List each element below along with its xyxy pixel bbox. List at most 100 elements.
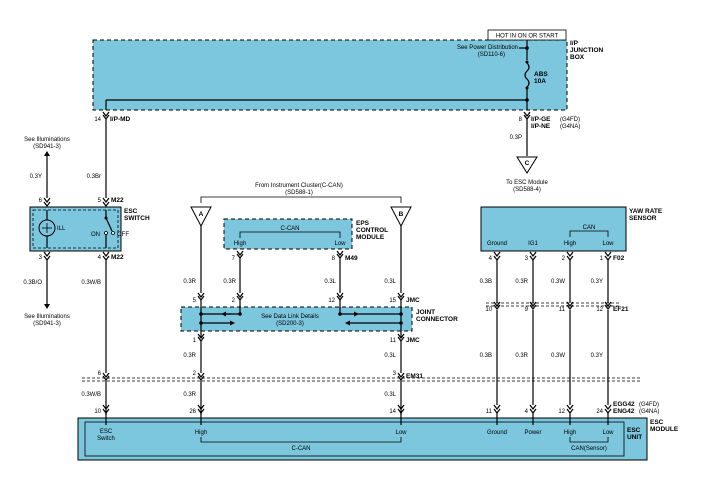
esc-unit-box: [84, 421, 625, 457]
wire-yaw-high-lower: 0.3W: [551, 353, 565, 359]
wire-switch-em31: 0.3W/B: [81, 392, 101, 398]
jc-name-2: CONNECTOR: [416, 316, 458, 323]
illumination-top-wire: 0.3Y: [30, 174, 42, 180]
esc-conn-1: EGG42: [613, 401, 635, 408]
esc-pin-power: 4: [525, 409, 529, 415]
illumination-bottom-text: See Illuminations: [24, 314, 70, 320]
junction-box-name-1: I/P: [570, 40, 579, 47]
eps-low: Low: [334, 241, 346, 247]
junction-box-name-3: BOX: [570, 54, 585, 61]
see-power-ref: (SD110-6): [478, 52, 505, 58]
illumination-top-text: See Illuminations: [24, 137, 70, 143]
esc-label-ccan: C-CAN: [292, 446, 311, 452]
jb-conn-right-1-note: (G4FD): [560, 117, 580, 123]
eps-high: High: [234, 241, 246, 247]
esc-unit-name-1: ESC: [627, 427, 641, 434]
instrument-cluster-ref: (SD588-1): [285, 190, 313, 196]
wire-yaw-low-lower: 0.3Y: [591, 353, 603, 359]
switch-contact: [105, 217, 113, 232]
ef21-pin-2: 9: [525, 307, 529, 313]
esc-label-can-sensor: CAN(Sensor): [571, 446, 607, 452]
esc-module-ref-text: To ESC Module: [506, 180, 548, 186]
jc-top-pin-1: 5: [193, 298, 197, 304]
wire-b-lower: 0.3L: [384, 353, 396, 359]
esc-label-high2: High: [564, 430, 576, 436]
jc-name-1: JOINT: [416, 309, 435, 316]
eps-connector: M49: [345, 255, 358, 262]
wire-b-em31: 0.3L: [384, 392, 396, 398]
jc-bottom-pin-1: 1: [193, 338, 197, 344]
jb-conn-right-2: I/P-NE: [531, 123, 551, 130]
wire-yaw-high-upper: 0.3W: [551, 279, 565, 285]
esc-switch-pin-br: 4: [98, 255, 102, 261]
esc-switch-pin-tl: 6: [39, 198, 43, 204]
wire-yaw-ground-lower: 0.3B: [480, 353, 492, 359]
connector-b-letter: B: [399, 211, 404, 218]
eps-pin-low: 8: [332, 256, 336, 262]
instrument-cluster-text: From Instrument Cluster(C-CAN): [255, 183, 343, 189]
esc-switch-wire-top: 0.3Br: [87, 174, 101, 180]
esc-label-esc: ESC: [100, 429, 113, 435]
jb-conn-right-2-note: (G4NA): [560, 124, 580, 130]
eps-name-3: MODULE: [356, 234, 385, 241]
illumination-bottom-ref: (SD941-3): [33, 321, 61, 327]
jb-conn-left: I/P-MD: [110, 116, 131, 123]
esc-switch-box: [29, 206, 122, 252]
yaw-sensor-box: [480, 206, 627, 252]
yaw-can: CAN: [583, 225, 596, 231]
ef21-connector: EF21: [613, 306, 629, 313]
connector-a-letter: A: [199, 211, 204, 218]
esc-switch-name-1: ESC: [124, 208, 138, 215]
yaw-label-low: Low: [602, 241, 614, 247]
yaw-connector: F02: [613, 255, 625, 262]
eps-can: C-CAN: [281, 226, 300, 232]
wire-a-upper: 0.3R: [183, 279, 196, 285]
esc-switch-ill: ILL: [57, 226, 66, 232]
esc-switch-connector-bottom: M22: [111, 254, 124, 261]
esc-unit-name-2: UNIT: [627, 434, 642, 441]
esc-module-box: [77, 417, 648, 461]
em31-pin-1: 6: [98, 371, 102, 377]
esc-switch-name-2: SWITCH: [124, 215, 150, 222]
jc-detail: See Data Link Details: [261, 314, 319, 320]
yaw-pin-1: 4: [489, 256, 493, 262]
esc-label-power: Power: [524, 430, 541, 436]
yaw-name-1: YAW RATE: [629, 208, 663, 215]
esc-switch-on: ON: [91, 232, 100, 238]
see-power: See Power Distribution: [457, 45, 518, 51]
esc-conn-2-note: (G4NA): [639, 409, 659, 415]
esc-pin-ground: 11: [486, 409, 493, 415]
wire-yaw-ig1-upper: 0.3R: [515, 279, 528, 285]
esc-pin-can-high: 12: [558, 409, 565, 415]
yaw-label-high: High: [564, 241, 576, 247]
jc-top-pin-2: 2: [232, 298, 236, 304]
esc-conn-2: ENG42: [613, 408, 635, 415]
esc-label-high: High: [195, 430, 207, 436]
yaw-name-2: SENSOR: [629, 215, 657, 222]
jc-detail-ref: (SD200-3): [276, 321, 304, 327]
esc-switch-pin-tr: 5: [98, 198, 102, 204]
jc-top-pin-3: 12: [328, 298, 335, 304]
esc-module-ref-letter: C: [525, 160, 530, 167]
illumination-bottom-wire: 0.3B/O: [23, 280, 42, 286]
wire-b-upper: 0.3L: [384, 279, 396, 285]
jc-bottom-pin-2: 11: [390, 338, 397, 344]
em31-pin-3: 3: [393, 371, 397, 377]
wire-a-lower: 0.3R: [183, 353, 196, 359]
esc-label-low2: Low: [602, 430, 614, 436]
esc-label-ground: Ground: [487, 430, 507, 436]
esc-module-wire: 0.3P: [510, 135, 522, 141]
junction-box: [92, 39, 568, 111]
esc-module-ref-code: (SD588-4): [513, 187, 541, 193]
esc-module-name-1: ESC: [650, 419, 664, 426]
esc-pin-low: 14: [389, 409, 396, 415]
wire-eps-low-upper: 0.3L: [324, 279, 336, 285]
esc-label-low: Low: [395, 430, 407, 436]
yaw-pin-4: 1: [600, 256, 604, 262]
eps-pin-high: 7: [232, 256, 236, 262]
ef21-pin-4: 12: [596, 307, 603, 313]
esc-switch-off: OFF: [117, 232, 129, 238]
wire-yaw-ig1-lower: 0.3R: [515, 353, 528, 359]
